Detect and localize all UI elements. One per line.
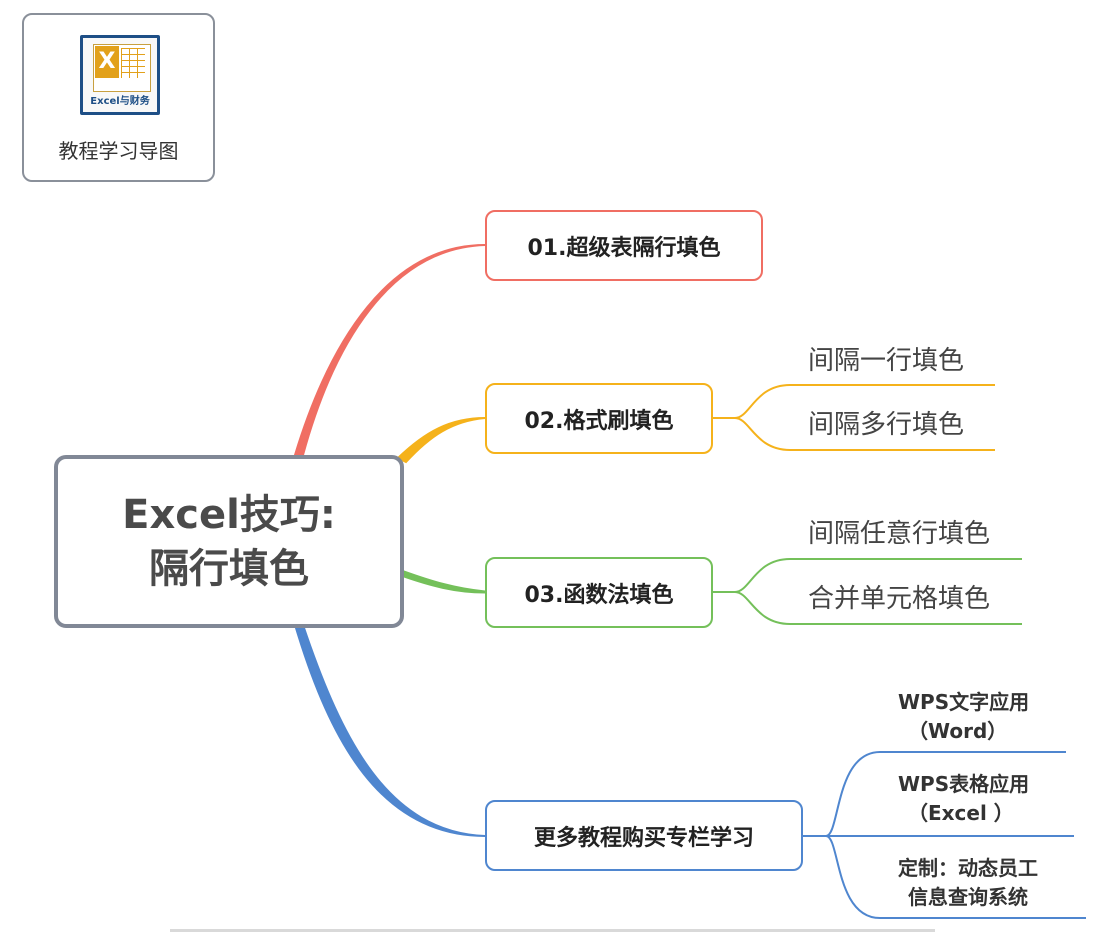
logo-brand-text: Excel与财务 [90,96,150,107]
central-topic-line-2: 隔行填色 [149,545,309,592]
branch-topic-2[interactable]: 02.格式刷填色 [485,383,713,454]
subtopic-line: WPS表格应用 [898,772,1030,796]
subtopic-3-1[interactable]: 间隔任意行填色 [808,519,991,549]
branch-topic-4[interactable]: 更多教程购买专栏学习 [485,800,803,871]
subtopic-4-2-text: WPS表格应用 （Excel ） [898,770,1068,828]
link-branch-2-children [713,384,995,451]
subtopic-3-2[interactable]: 合并单元格填色 [808,584,991,614]
subtopic-line: WPS文字应用 [898,690,1030,714]
subtopic-4-1-text: WPS文字应用 （Word） [898,688,1068,746]
subtopic-line: 定制：动态员工 [898,856,1038,880]
subtopic-line: 信息查询系统 [908,885,1028,909]
logo-caption: 教程学习导图 [58,139,179,163]
link-branch-3-children [713,558,1022,625]
bottom-divider [170,929,935,932]
subtopic-4-3[interactable]: 定制：动态员工信息查询系统 [898,854,1078,912]
link-branch-3 [402,569,486,594]
central-topic-line-1: Excel技巧: [122,491,336,538]
branch-topic-3[interactable]: 03.函数法填色 [485,557,713,628]
subtopic-4-2[interactable]: WPS表格应用 （Excel ） [898,770,1068,828]
subtopic-2-2[interactable]: 间隔多行填色 [808,410,965,440]
subtopic-line: （Excel ） [908,801,1014,825]
logo-x-glyph: X [95,46,119,78]
subtopic-line: （Word） [908,719,1008,743]
central-topic[interactable]: Excel技巧: 隔行填色 [54,455,404,628]
logo-card: X Excel与财务 教程学习导图 [22,13,215,182]
link-branch-4 [294,627,486,837]
logo-grid [121,48,145,78]
branch-topic-1[interactable]: 01.超级表隔行填色 [485,210,763,281]
subtopic-2-1[interactable]: 间隔一行填色 [808,346,965,376]
link-branch-4-children [803,751,1086,919]
subtopic-4-3-text: 定制：动态员工信息查询系统 [898,854,1078,912]
link-branch-2 [396,417,486,464]
subtopic-4-1[interactable]: WPS文字应用 （Word） [898,688,1068,746]
excel-logo-icon: X Excel与财务 [80,35,160,115]
